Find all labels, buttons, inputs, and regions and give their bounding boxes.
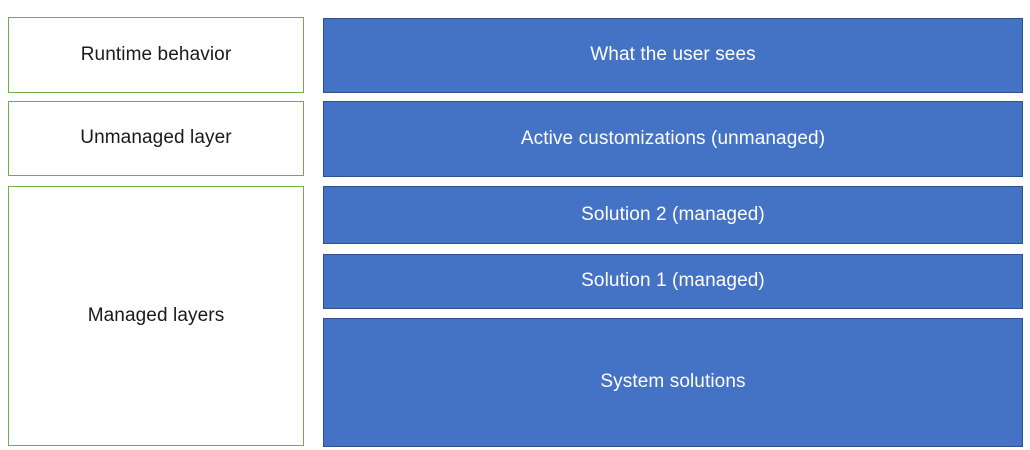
- layer-box-label: Managed layers: [87, 304, 225, 326]
- solution-box-what-the-user-sees: What the user sees: [323, 18, 1023, 93]
- solution-box-solution-2: Solution 2 (managed): [323, 186, 1023, 244]
- solution-box-label: Solution 2 (managed): [581, 203, 765, 225]
- solution-box-system-solutions: System solutions: [323, 318, 1023, 447]
- layer-box-label: Unmanaged layer: [80, 127, 232, 149]
- solution-box-label: What the user sees: [590, 44, 756, 66]
- layer-box-unmanaged-layer: Unmanaged layer: [8, 101, 304, 176]
- solution-box-label: Active customizations (unmanaged): [520, 127, 826, 149]
- layer-box-label: Runtime behavior: [80, 43, 232, 65]
- solution-box-label: Solution 1 (managed): [581, 270, 765, 292]
- layer-box-runtime-behavior: Runtime behavior: [8, 17, 304, 93]
- layer-box-managed-layers: Managed layers: [8, 186, 304, 446]
- solution-box-label: System solutions: [600, 371, 746, 393]
- solution-box-active-customizations: Active customizations (unmanaged): [323, 101, 1023, 177]
- solution-box-solution-1: Solution 1 (managed): [323, 254, 1023, 309]
